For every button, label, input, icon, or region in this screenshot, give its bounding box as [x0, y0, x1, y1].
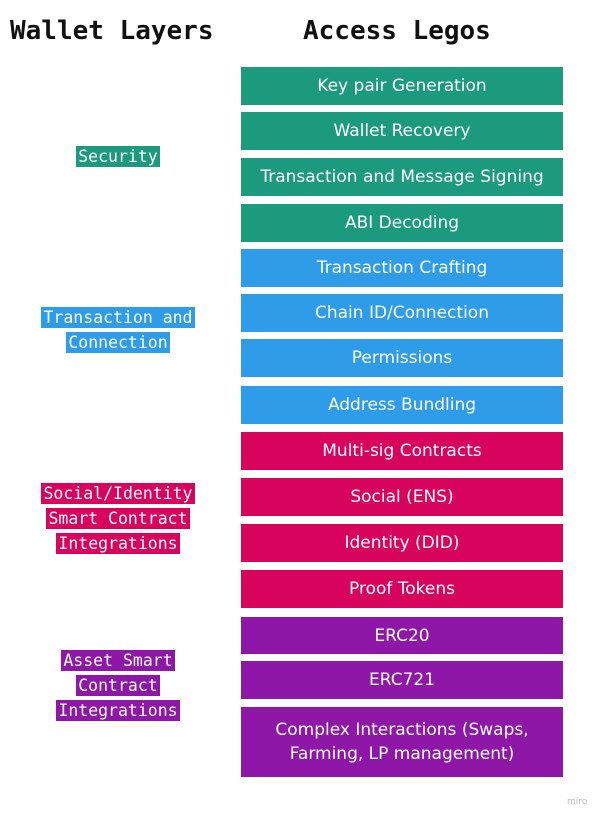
lego-block: ERC721 — [241, 661, 563, 699]
lego-label: Wallet Recovery — [333, 121, 471, 141]
lego-block: Transaction and Message Signing — [241, 158, 563, 196]
lego-block: Wallet Recovery — [241, 112, 563, 150]
lego-label: Identity (DID) — [344, 533, 460, 553]
lego-label: Permissions — [351, 348, 453, 368]
lego-label: ERC20 — [374, 625, 430, 646]
lego-label: ERC721 — [368, 670, 436, 690]
lego-label: Chain ID/Connection — [315, 303, 489, 323]
lego-label: Complex Interactions (Swaps, Farming, LP… — [275, 720, 529, 764]
access-legos-title: Access Legos — [303, 16, 491, 46]
layer-label-transaction: Transaction and Connection — [28, 305, 208, 355]
lego-block: Identity (DID) — [241, 524, 563, 562]
lego-block: Complex Interactions (Swaps, Farming, LP… — [241, 707, 563, 777]
lego-label: ABI Decoding — [344, 213, 460, 233]
lego-label: Transaction Crafting — [316, 258, 488, 278]
lego-block: Key pair Generation — [241, 67, 563, 105]
layer-label-security: Security — [0, 144, 236, 169]
lego-label: Address Bundling — [327, 395, 477, 415]
wallet-layers-title: Wallet Layers — [10, 16, 214, 46]
lego-block: ABI Decoding — [241, 204, 563, 242]
lego-block: Chain ID/Connection — [241, 294, 563, 332]
layer-label-social: Social/Identity Smart Contract Integrati… — [23, 481, 213, 556]
lego-block: Proof Tokens — [241, 570, 563, 608]
layer-label-text: Security — [76, 146, 160, 167]
lego-label: Key pair Generation — [317, 76, 487, 96]
lego-block: Transaction Crafting — [241, 249, 563, 287]
layer-label-asset: Asset Smart Contract Integrations — [43, 648, 193, 723]
layer-label-text: Social/Identity Smart Contract Integrati… — [41, 483, 195, 554]
miro-watermark: miro — [567, 797, 588, 807]
lego-block: Social (ENS) — [241, 478, 563, 516]
lego-label: Proof Tokens — [349, 579, 455, 599]
lego-label: Social (ENS) — [350, 487, 454, 507]
lego-block: Permissions — [241, 339, 563, 377]
lego-label: Transaction and Message Signing — [260, 167, 544, 187]
layer-label-text: Transaction and Connection — [41, 307, 195, 353]
layer-label-text: Asset Smart Contract Integrations — [56, 650, 180, 721]
lego-block: Multi-sig Contracts — [241, 432, 563, 470]
lego-label: Multi-sig Contracts — [322, 441, 482, 461]
lego-block: ERC20 — [241, 617, 563, 654]
lego-block: Address Bundling — [241, 386, 563, 424]
